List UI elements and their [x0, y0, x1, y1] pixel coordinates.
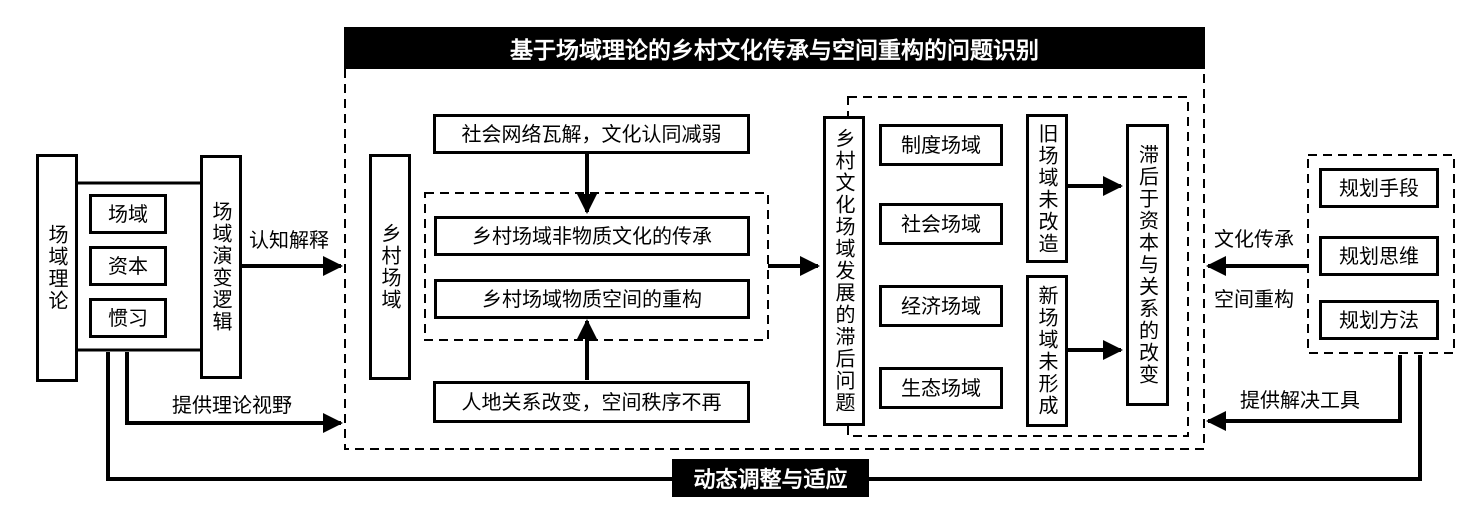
dynamic-adjustment-banner: 动态调整与适应	[672, 459, 869, 497]
old-field-box: 旧场域未改造	[1026, 114, 1068, 263]
planning-method-box: 规划方法	[1319, 300, 1439, 340]
planning-means-box: 规划手段	[1319, 168, 1439, 208]
arrow-to-main-theory	[125, 352, 343, 433]
planning-dashed-frame	[1307, 154, 1455, 354]
intangible-culture-inheritance-box: 乡村场域非物质文化的传承	[434, 216, 750, 256]
lag-problem-box: 乡村文化场域发展的滞后问题	[823, 116, 865, 426]
space-reconstruction-label: 空间重构	[1214, 287, 1294, 311]
social-network-problem-box: 社会网络瓦解，文化认同减弱	[433, 114, 750, 154]
field-evolution-logic-box: 场域演变逻辑	[200, 155, 242, 379]
lag-result-box: 滞后于资本与关系的改变	[1126, 124, 1169, 406]
process-dashed-frame	[424, 192, 769, 341]
diagram-title: 基于场域理论的乡村文化传承与空间重构的问题识别	[344, 27, 1205, 69]
field-item-ecological: 生态场域	[879, 367, 1003, 409]
concept-item-habitus: 惯习	[89, 298, 167, 338]
concept-item-capital: 资本	[89, 246, 167, 286]
field-theory-box: 场域理论	[36, 154, 78, 382]
rural-field-box: 乡村场域	[369, 154, 411, 380]
theory-perspective-label: 提供理论视野	[172, 393, 292, 417]
physical-space-reconstruction-box: 乡村场域物质空间的重构	[434, 279, 750, 319]
arrow-from-planning-bottom	[1206, 355, 1402, 431]
culture-inheritance-label: 文化传承	[1214, 227, 1294, 251]
solution-tools-label: 提供解决工具	[1240, 388, 1360, 412]
concept-item-field: 场域	[89, 194, 167, 234]
field-item-institutional: 制度场域	[879, 124, 1003, 166]
field-item-social: 社会场域	[879, 203, 1003, 245]
cognition-explanation-label: 认知解释	[249, 228, 329, 252]
planning-thinking-box: 规划思维	[1319, 236, 1439, 276]
human-land-problem-box: 人地关系改变，空间秩序不再	[433, 381, 750, 423]
new-field-box: 新场域未形成	[1026, 275, 1068, 427]
field-item-economic: 经济场域	[879, 285, 1003, 327]
